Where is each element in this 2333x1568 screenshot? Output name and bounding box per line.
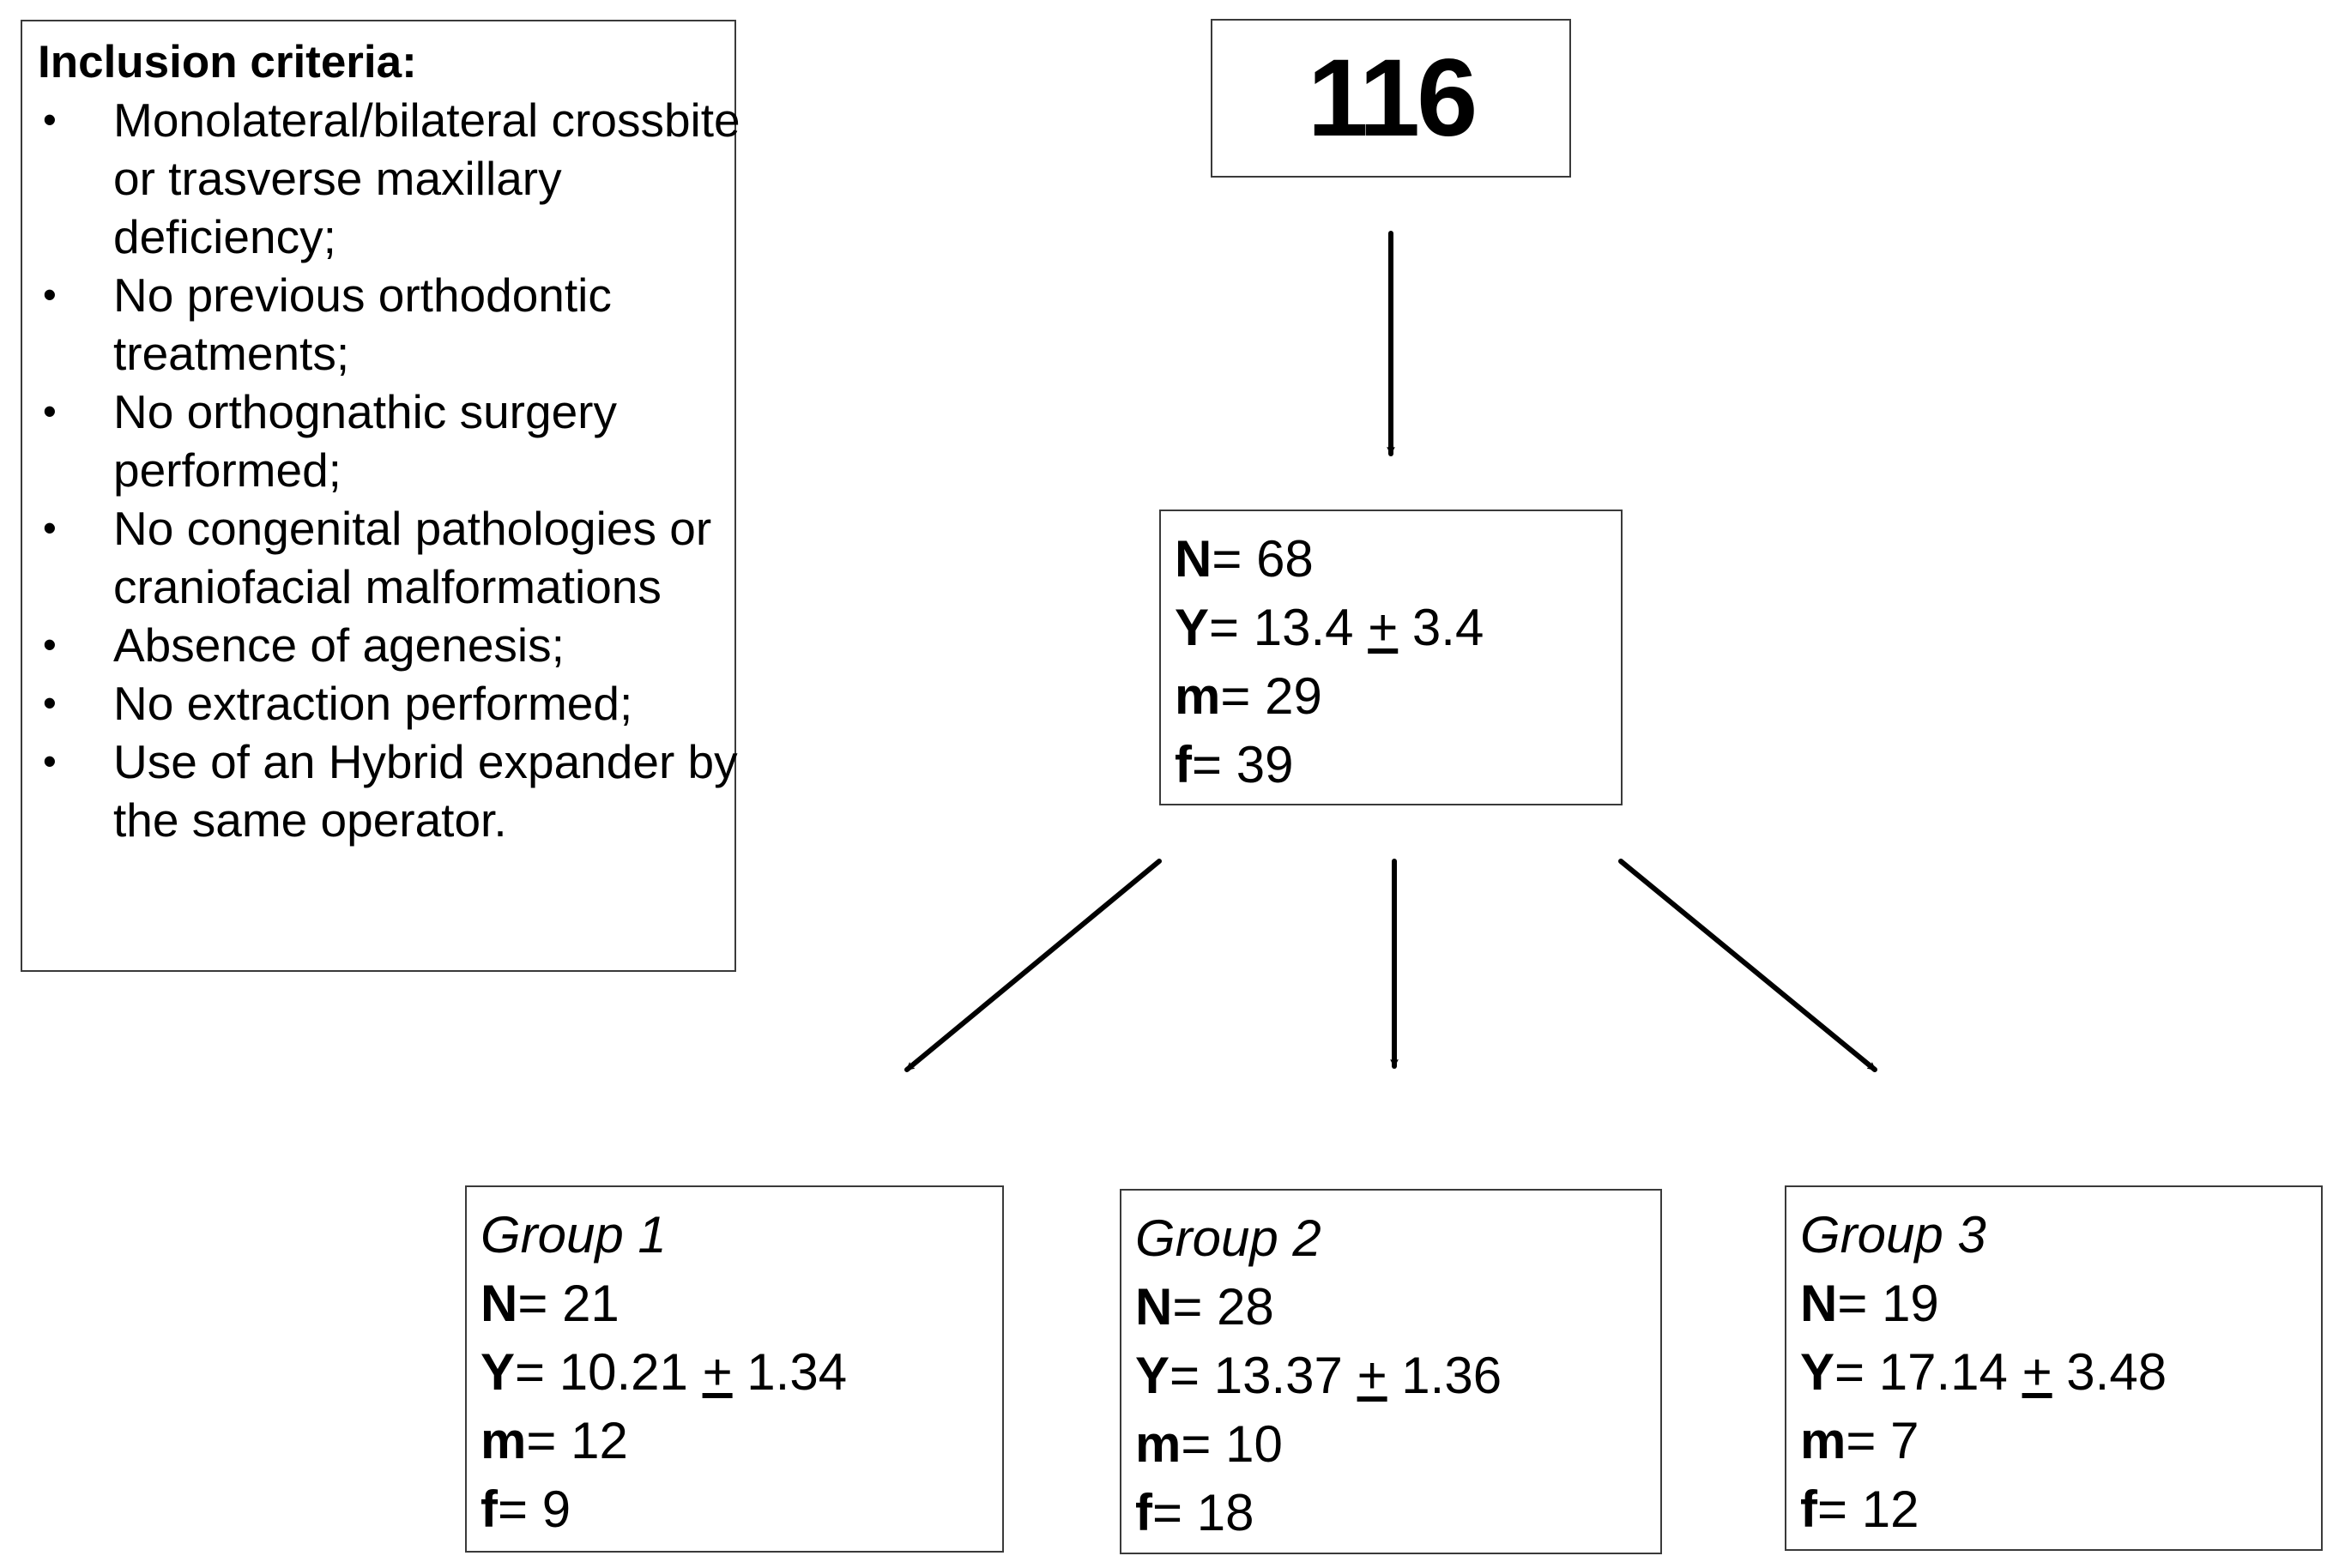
group-1-y-sd: 1.34 (746, 1343, 848, 1401)
bullet-icon: • (43, 98, 57, 142)
bullet-icon: • (43, 681, 57, 725)
group-1-m-value: 12 (571, 1412, 628, 1469)
f-label: f (481, 1481, 498, 1538)
group-1-m-line: m= 12 (481, 1412, 628, 1469)
group-1-n-value: 21 (562, 1275, 620, 1332)
group-2-y-mean: 13.37 (1213, 1347, 1343, 1404)
included-sample-box: N= 68 Y= 13.4 + 3.4 m= 29 f= 39 (1159, 510, 1623, 805)
group-3-m-value: 7 (1890, 1412, 1919, 1469)
sample-y-mean: 13.4 (1253, 599, 1354, 656)
group-2-m-value: 10 (1225, 1415, 1283, 1473)
criteria-item: • No extraction performed; (38, 674, 748, 733)
total-count-box: 116 (1211, 19, 1571, 178)
sample-n-line: N= 68 (1175, 530, 1314, 588)
group-3-title: Group 3 (1800, 1206, 1986, 1263)
sample-m-value: 29 (1265, 667, 1322, 725)
bullet-icon: • (43, 506, 57, 550)
group-2-box: Group 2 N= 28 Y= 13.37 + 1.36 m= 10 f= 1… (1120, 1189, 1662, 1554)
group-3-f-line: f= 12 (1800, 1481, 1919, 1538)
criteria-item: • No previous orthodontic treatments; (38, 266, 748, 383)
criteria-item-text: No extraction performed; (113, 677, 633, 730)
sample-f-value: 39 (1236, 736, 1294, 793)
criteria-item-text: Monolateral/bilateral crossbite or trasv… (113, 93, 740, 263)
bullet-icon: • (43, 273, 57, 317)
sample-y-line: Y= 13.4 + 3.4 (1175, 599, 1484, 656)
group-3-n-line: N= 19 (1800, 1275, 1939, 1332)
group-1-f-line: f= 9 (481, 1481, 571, 1538)
bullet-icon: • (43, 389, 57, 433)
sample-n-value: 68 (1256, 530, 1314, 588)
group-1-box: Group 1 N= 21 Y= 10.21 + 1.34 m= 12 f= 9 (465, 1185, 1004, 1553)
group-3-n-value: 19 (1882, 1275, 1939, 1332)
group-1-y-mean: 10.21 (559, 1343, 688, 1401)
group-3-f-value: 12 (1861, 1481, 1919, 1538)
sample-f-line: f= 39 (1175, 736, 1294, 793)
n-label: N (1135, 1278, 1173, 1336)
group-3-y-sd: 3.48 (2066, 1343, 2167, 1401)
group-2-n-value: 28 (1217, 1278, 1274, 1336)
arrow-sample-to-group-1 (904, 859, 1162, 1072)
m-label: m (1175, 667, 1221, 725)
f-label: f (1135, 1484, 1152, 1541)
inclusion-criteria-list: • Monolateral/bilateral crossbite or tras… (38, 91, 740, 849)
group-2-title: Group 2 (1135, 1209, 1321, 1267)
sample-y-sd: 3.4 (1411, 599, 1484, 656)
group-1-n-line: N= 21 (481, 1275, 620, 1332)
total-count: 116 (1307, 36, 1478, 160)
y-label: Y (1135, 1347, 1170, 1404)
inclusion-criteria-box: Inclusion criteria: • Monolateral/bilater… (21, 20, 740, 972)
group-3-y-mean: 17.14 (1878, 1343, 2008, 1401)
m-label: m (1800, 1412, 1846, 1469)
f-label: f (1175, 736, 1192, 793)
y-label: Y (1175, 599, 1210, 656)
criteria-item-text: No congenital pathologies or craniofacia… (113, 502, 712, 613)
group-2-n-line: N= 28 (1135, 1278, 1274, 1336)
n-label: N (481, 1275, 518, 1332)
group-3-box: Group 3 N= 19 Y= 17.14 + 3.48 m= 7 f= 12 (1785, 1185, 2323, 1551)
plus-minus-symbol: + (702, 1343, 733, 1401)
plus-minus-symbol: + (1357, 1347, 1387, 1404)
bullet-icon: • (43, 623, 57, 666)
arrow-sample-to-group-3 (1618, 859, 1877, 1072)
m-label: m (481, 1412, 527, 1469)
y-label: Y (481, 1343, 516, 1401)
n-label: N (1800, 1275, 1838, 1332)
criteria-item: • Use of an Hybrid expander by the same o… (38, 733, 748, 849)
inclusion-criteria-title: Inclusion criteria: (38, 37, 417, 87)
criteria-item-text: No orthognathic surgery performed; (113, 385, 617, 497)
group-3-y-line: Y= 17.14 + 3.48 (1800, 1343, 2167, 1401)
m-label: m (1135, 1415, 1182, 1473)
group-2-y-sd: 1.36 (1401, 1347, 1502, 1404)
criteria-item-text: Use of an Hybrid expander by the same op… (113, 735, 738, 847)
f-label: f (1800, 1481, 1817, 1538)
criteria-item: • Absence of agenesis; (38, 616, 748, 674)
group-3-m-line: m= 7 (1800, 1412, 1919, 1469)
group-1-f-value: 9 (541, 1481, 571, 1538)
group-2-f-line: f= 18 (1135, 1484, 1254, 1541)
criteria-item-text: Absence of agenesis; (113, 618, 565, 672)
criteria-item: • No congenital pathologies or craniofaci… (38, 499, 748, 616)
criteria-item: • No orthognathic surgery performed; (38, 383, 748, 499)
group-1-y-line: Y= 10.21 + 1.34 (481, 1343, 848, 1401)
y-label: Y (1800, 1343, 1835, 1401)
group-2-m-line: m= 10 (1135, 1415, 1283, 1473)
group-2-f-value: 18 (1196, 1484, 1254, 1541)
group-1-title: Group 1 (481, 1206, 667, 1263)
bullet-icon: • (43, 739, 57, 783)
group-2-y-line: Y= 13.37 + 1.36 (1135, 1347, 1502, 1404)
n-label: N (1175, 530, 1212, 588)
plus-minus-symbol: + (1368, 599, 1399, 656)
plus-minus-symbol: + (2022, 1343, 2052, 1401)
criteria-item-text: No previous orthodontic treatments; (113, 268, 612, 380)
sample-m-line: m= 29 (1175, 667, 1322, 725)
criteria-item: • Monolateral/bilateral crossbite or tras… (38, 91, 748, 266)
